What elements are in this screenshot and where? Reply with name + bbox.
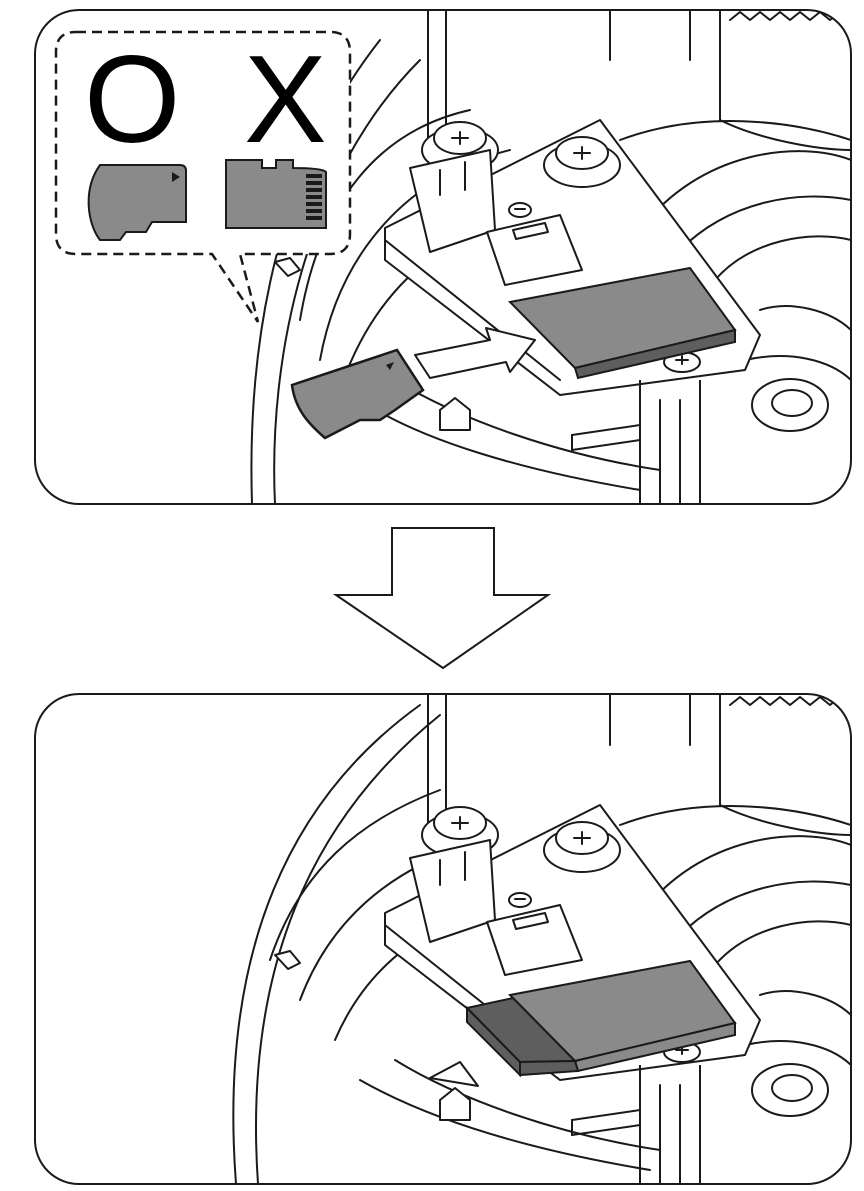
correct-mark: O	[84, 31, 180, 169]
wrong-mark: X	[244, 31, 327, 169]
bottom-panel	[35, 694, 851, 1184]
clip-left-bottom	[440, 1088, 470, 1120]
screw-tiny-bottom	[509, 893, 531, 907]
full-size-sd-card-icon	[226, 160, 326, 228]
clip-rear-bottom	[275, 951, 300, 969]
insert-arrow-icon	[415, 328, 535, 378]
top-panel: O X	[35, 10, 851, 504]
down-arrow-icon	[336, 528, 548, 668]
clip-left	[440, 398, 470, 430]
card-type-callout: O X	[56, 31, 350, 322]
screw-tiny	[509, 203, 531, 217]
clip-rear	[275, 258, 300, 276]
